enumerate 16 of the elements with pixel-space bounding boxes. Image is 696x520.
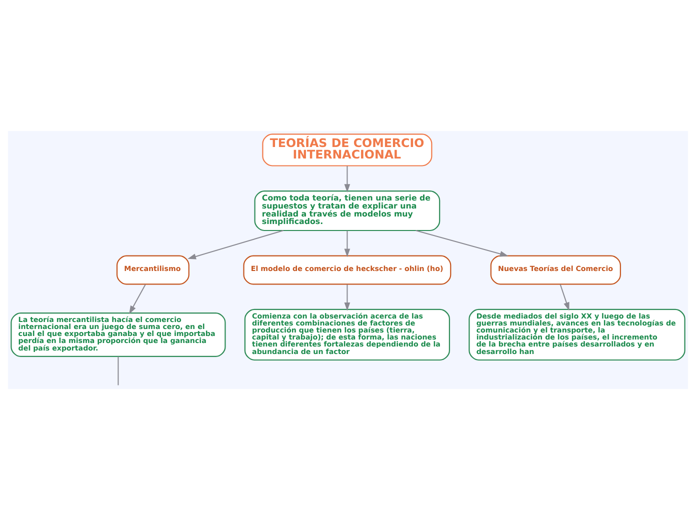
- arrow: [344, 284, 350, 311]
- node-box: Mercantilismo: [116, 255, 190, 285]
- arrow: [344, 166, 350, 192]
- node-box: Desde mediados del siglo XX y luego de las guerras mundiales, avances en las tecnologías de comunicación y el transporte, la industrialización de los países, el incremento de la brecha entre países desarrollados y en desarrollo han: [468, 308, 686, 361]
- arrow: [188, 230, 284, 260]
- arrow: [416, 230, 508, 257]
- node-box: La teoría mercantilista hacía el comercio internacional era un juego de suma cero, en el cual el que exportaba ganaba y el que importaba perdía en la misma proporción que la ganancia del país exportador.: [10, 312, 226, 357]
- arrow: [560, 284, 570, 311]
- node-box: Como toda teoría, tienen una serie de supuestos y tratan de explicar una realidad a través de modelos muy simplificados.: [254, 190, 440, 232]
- node-box: TEORÍAS DE COMERCIO INTERNACIONAL: [262, 134, 432, 166]
- node-box: Comienza con la observación acerca de las diferentes combinaciones de factores de producción que tienen los países (tierra, capital y trabajo); de esta forma, las naciones tienen diferentes fortalezas dependiendo de la abundancia de un factor: [244, 308, 450, 361]
- arrow: [129, 284, 146, 314]
- arrow: [344, 230, 350, 258]
- node-box: El modelo de comercio de heckscher - ohlin (ho): [243, 255, 452, 285]
- node-box: Nuevas Teorías del Comercio: [490, 255, 621, 285]
- connector: [118, 356, 119, 386]
